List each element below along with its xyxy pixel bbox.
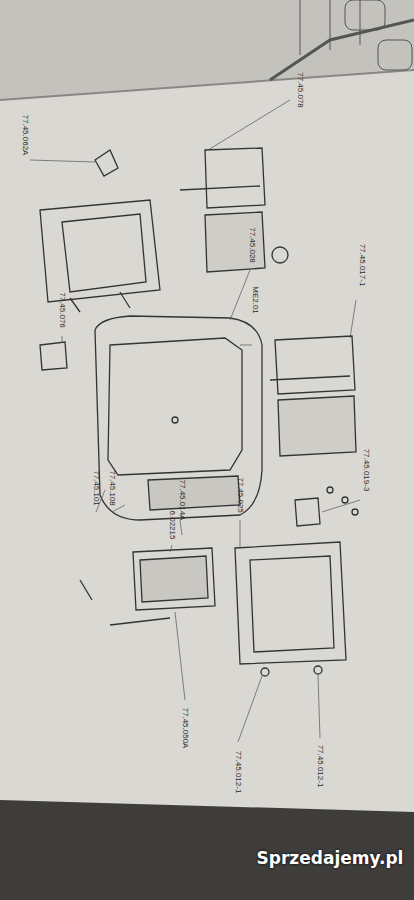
part-number: 77.45.078 [296,72,305,108]
part-number: 77.45.101 [92,470,101,506]
part-number: 77.45.028 [248,227,257,263]
part-number: 77.45.025 [236,477,245,513]
part-number: ME2.01 [251,286,260,314]
part-number: 77.45.108 [108,470,117,506]
part-number: 77.45.019-3 [362,449,371,492]
part-number: 77.45.017-1 [358,244,367,287]
watermark: Sprzedajemy.pl [257,848,404,868]
part-number: 77.45.014A [178,480,187,521]
part-number: 6.02215 [168,511,177,540]
part-number: 77.45.012-1 [234,751,243,794]
part-number: 77.45.062A [21,115,30,156]
part-number: 77.45.076 [58,292,67,328]
part-number: 77.45.012-1 [316,745,325,788]
part-number: 77.45.050A [181,708,190,749]
